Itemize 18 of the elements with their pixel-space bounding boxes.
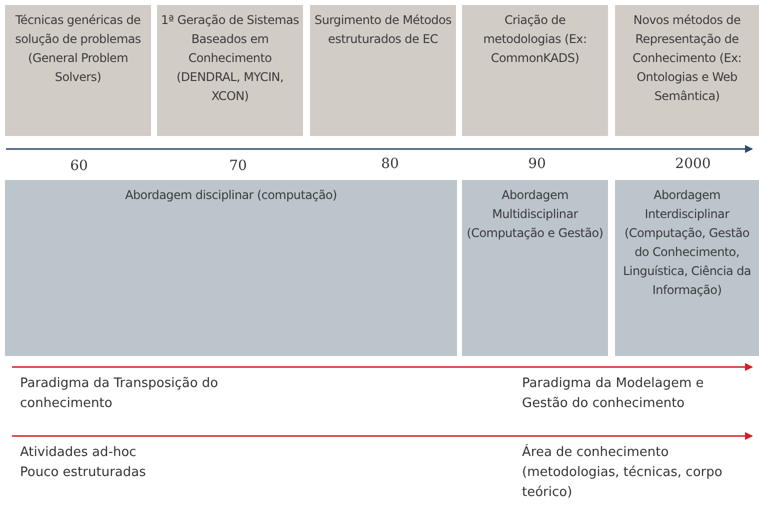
year-label: 90 [527,155,547,174]
timeline-event-box: Criação de metodologias (Ex: CommonKADS) [462,5,608,136]
year-label: 70 [228,157,248,176]
timeline-event-box: Técnicas genéricas de solução de problemas (General Problem Solvers) [5,5,151,136]
timeline-event-box: 1ª Geração de Sistemas Baseados em Conhecimento (DENDRAL, MYCIN, XCON) [157,5,303,136]
year-label: 80 [380,155,400,174]
timeline-event-box: Surgimento de Métodos estruturados de EC [310,5,456,136]
approach-box: Abordagem Multidisciplinar (Computação e Gestão) [462,180,608,356]
activity-note: Pouco estruturadas [20,464,147,482]
timeline-event-box: Novos métodos de Representação de Conhecimento (Ex: Ontologias e Web Semântica) [615,5,759,136]
year-label: 2000 [674,155,712,174]
year-label: 60 [69,157,89,176]
activity-note: Atividades ad-hoc [20,444,138,462]
knowledge-area-note: Área de conhecimento (metodologias, técnicas, corpo teórico) [522,443,724,502]
paradigm-note: Paradigma da Modelagem e Gestão do conhecimento [522,375,705,413]
paradigm-note: Paradigma da Transposição do conhecimento [20,375,220,413]
approach-box: Abordagem Interdisciplinar (Computação, Gestão do Conhecimento, Linguística, Ciência da Informação) [615,180,759,356]
approach-box: Abordagem disciplinar (computação) [5,180,457,356]
